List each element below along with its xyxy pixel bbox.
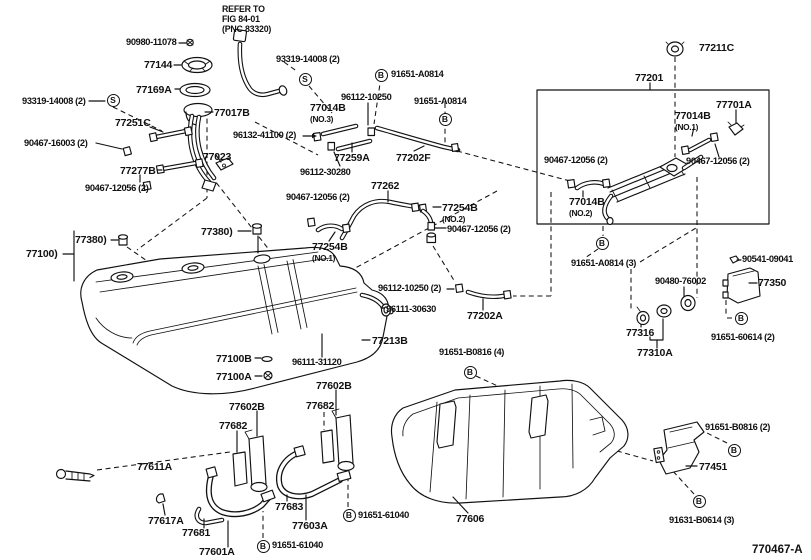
- part-label-77310a: 77310A: [637, 347, 673, 359]
- part-label-91651-60614: 91651-60614 (2): [711, 332, 775, 342]
- part-label-77202f: 77202F: [396, 152, 431, 164]
- part-label-90467-12056-c: 90467-12056 (2): [447, 224, 511, 234]
- part-label-90467-12056-e: 90467-12056 (2): [686, 156, 750, 166]
- part-label-77681: 77681: [182, 527, 211, 539]
- fuel-tank: [80, 223, 392, 395]
- part-label-93319-14008-left: 93319-14008 (2): [22, 96, 86, 106]
- part-label-77100b: 77100B: [216, 353, 252, 365]
- part-label-77213b: 77213B: [372, 335, 408, 347]
- part-label-90480-76002: 90480-76002: [655, 276, 706, 286]
- b-marker-badge: B: [374, 69, 388, 82]
- bolt-77611a: [55, 468, 166, 504]
- part-label-77169a: 77169A: [136, 84, 172, 96]
- part-label-91651-b0816-2: 91651-B0816 (2): [705, 422, 771, 432]
- part-label-77277b: 77277B: [120, 165, 156, 177]
- b-marker-badge: B: [692, 494, 706, 508]
- part-label-77259a: 77259A: [334, 152, 370, 164]
- part-label-77014b-no3: 77014B(NO.3): [310, 102, 346, 125]
- b-marker-badge: B: [595, 236, 609, 250]
- part-label-77682-right: 77682: [306, 400, 335, 412]
- tank-shield: [390, 379, 629, 504]
- part-label-90541-09041: 90541-09041: [742, 254, 793, 264]
- b-marker-badge: B: [438, 112, 452, 126]
- part-label-77316: 77316: [626, 327, 655, 339]
- part-label-77100a: 77100A: [216, 371, 252, 383]
- part-label-77602b-left: 77602B: [229, 401, 265, 413]
- part-label-96112-10250: 96112-10250: [341, 92, 392, 102]
- part-label-90980-11078: 90980-11078: [126, 37, 177, 47]
- part-label-77380-1: 77380): [75, 234, 107, 246]
- part-label-91651-a0814: 91651-A0814: [414, 96, 467, 106]
- filler-grommet-77211c: [665, 41, 685, 57]
- part-label-77617a: 77617A: [148, 515, 184, 527]
- part-label-90467-12056-d: 90467-12056 (2): [544, 155, 608, 165]
- b-marker-badge: B: [727, 443, 741, 457]
- part-label-77211c: 77211C: [699, 42, 735, 54]
- part-label-77100: 77100): [26, 248, 58, 260]
- part-label-96112-30280: 96112-30280: [300, 167, 351, 177]
- part-label-77014b-no2: 77014B(NO.2): [569, 196, 605, 219]
- left-hose-group: [122, 126, 204, 191]
- part-label-77202a: 77202A: [467, 310, 503, 322]
- b-marker-badge: B: [463, 365, 477, 379]
- s-marker-badge: S: [106, 93, 120, 107]
- part-label-77014b-no1: 77014B(NO.1): [675, 110, 711, 133]
- filler-pipe: [232, 28, 288, 98]
- part-label-77262: 77262: [371, 180, 400, 192]
- b-marker-badge: B: [342, 508, 356, 522]
- part-label-90467-12056-a: 90467-12056 (2): [85, 183, 149, 193]
- part-label-77601a: 77601A: [199, 546, 235, 558]
- part-label-93319-14008-right: 93319-14008 (2): [276, 54, 340, 64]
- part-label-77683: 77683: [275, 501, 304, 513]
- part-label-91631-b0614: 91631-B0614 (3): [669, 515, 735, 525]
- leader-lines: [62, 42, 758, 548]
- b-marker-badge: B: [256, 539, 270, 553]
- part-label-96111-31120: 96111-31120: [292, 357, 342, 367]
- part-label-77682-left: 77682: [219, 420, 248, 432]
- bracket-77451: [653, 421, 705, 475]
- part-label-91651-61040-upper: 91651-61040: [358, 510, 409, 520]
- tube-subassembly-box: [536, 89, 770, 226]
- figure-code: 770467-A: [752, 544, 803, 556]
- part-label-77251c: 77251C: [115, 117, 151, 129]
- part-label-90467-12056-b: 90467-12056 (2): [286, 192, 350, 202]
- part-label-91651-61040-lower: 91651-61040: [272, 540, 323, 550]
- part-label-77201: 77201: [635, 72, 664, 84]
- dashed-leader-lines: [96, 57, 733, 538]
- b-marker-badge: B: [734, 311, 748, 325]
- part-label-77701a: 77701A: [716, 99, 752, 111]
- part-label-77144: 77144: [144, 59, 173, 71]
- s-marker-badge: S: [298, 72, 312, 86]
- part-label-77350: 77350: [758, 277, 787, 289]
- part-label-77023: 77023: [203, 151, 232, 163]
- part-label-77603a: 77603A: [292, 520, 328, 532]
- tank-strap-group: [194, 408, 355, 526]
- part-label-96112-10250-2: 96112-10250 (2): [378, 283, 441, 293]
- part-label-77606: 77606: [456, 513, 485, 525]
- grommets-and-shield-77350: [636, 255, 761, 326]
- fuel-pump-assembly: [179, 38, 234, 192]
- part-label-77380-2: 77380): [201, 226, 233, 238]
- part-label-91651-a0814-top: 91651-A0814: [391, 69, 444, 79]
- part-label-91651-b0816-4: 91651-B0816 (4): [439, 347, 505, 357]
- part-label-90467-16003: 90467-16003 (2): [24, 138, 88, 148]
- part-label-77602b-right: 77602B: [316, 380, 352, 392]
- part-label-77611a: 77611A: [137, 461, 173, 473]
- part-label-77254b-no2: 77254B(NO.2): [442, 202, 478, 225]
- part-label-77254b-no1: 77254B(NO.1): [312, 241, 348, 264]
- part-label-91651-a0814-3: 91651-A0814 (3): [571, 258, 637, 268]
- part-label-96132-41100: 96132-41100 (2): [233, 130, 296, 140]
- part-label-77017b: 77017B: [214, 107, 250, 119]
- part-label-77451: 77451: [699, 461, 728, 473]
- part-label-96111-30630: 96111-30630: [386, 304, 436, 314]
